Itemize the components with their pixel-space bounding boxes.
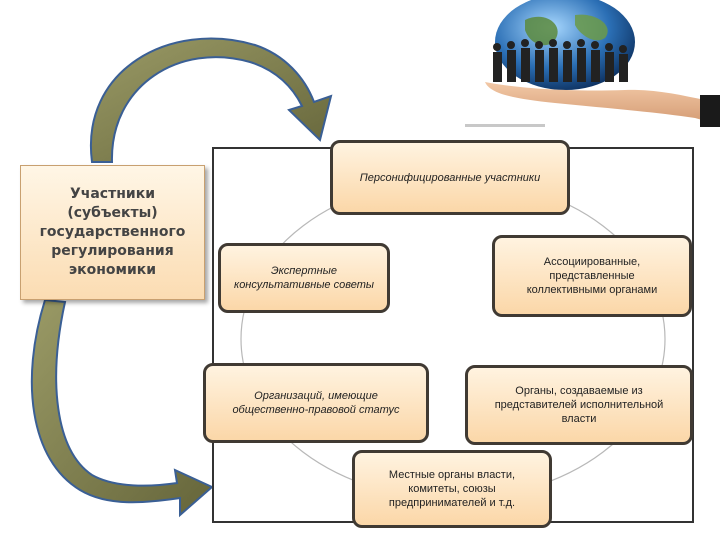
- node-local-authorities: Местные органы власти, комитеты, союзы п…: [352, 450, 552, 528]
- subject-box-label: Участники (субъекты) государственного ре…: [39, 186, 186, 278]
- node-executive-bodies-label: Органы, создаваемые из представителей ис…: [494, 385, 664, 425]
- top-arrow: [89, 37, 333, 163]
- node-executive-bodies: Органы, создаваемые из представителей ис…: [465, 365, 693, 445]
- node-local-authorities-label: Местные органы власти, комитеты, союзы п…: [388, 469, 516, 509]
- node-expert-councils: Экспертные консультативные советы: [218, 243, 390, 313]
- node-public-law-orgs: Организаций, имеющие общественно-правово…: [203, 363, 429, 443]
- node-public-law-orgs-label: Организаций, имеющие общественно-правово…: [232, 390, 400, 416]
- node-associated: Ассоциированные, представленные коллекти…: [492, 235, 692, 317]
- node-personified: Персонифицированные участники: [330, 140, 570, 215]
- bottom-arrow: [30, 298, 214, 518]
- subject-box: Участники (субъекты) государственного ре…: [20, 165, 205, 300]
- node-associated-label: Ассоциированные, представленные коллекти…: [526, 256, 658, 296]
- node-personified-label: Персонифицированные участники: [359, 171, 541, 184]
- globe-on-hand-icon: [465, 0, 720, 127]
- node-expert-councils-label: Экспертные консультативные советы: [234, 265, 374, 291]
